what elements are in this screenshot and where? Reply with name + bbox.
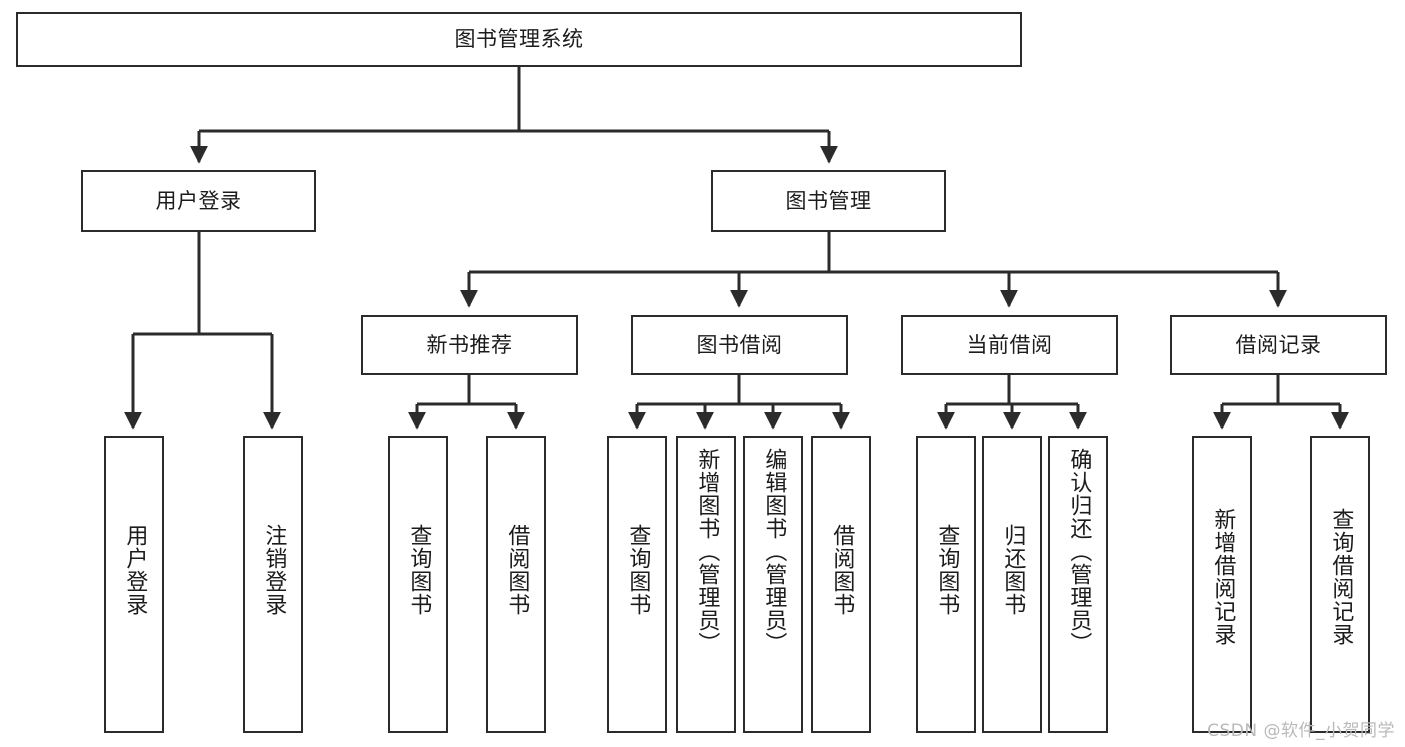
node-leaf-confirm-return[interactable]: 确认归还（管理员） [1048, 436, 1108, 733]
node-leaf-add-book[interactable]: 新增图书（管理员） [676, 436, 736, 733]
node-leaf-borrow-book-2[interactable]: 借阅图书 [811, 436, 871, 733]
node-leaf-query-book-2-label: 查询图书 [625, 524, 651, 616]
node-leaf-edit-book-label: 编辑图书（管理员） [761, 448, 787, 655]
node-book-borrow-label: 图书借阅 [696, 332, 783, 357]
node-new-book-rec-label: 新书推荐 [426, 332, 513, 357]
node-leaf-borrow-book-1[interactable]: 借阅图书 [486, 436, 546, 733]
node-leaf-edit-book[interactable]: 编辑图书（管理员） [743, 436, 803, 733]
node-leaf-add-record-label: 新增借阅记录 [1210, 508, 1236, 646]
node-book-manage[interactable]: 图书管理 [711, 170, 946, 232]
node-user-login-label: 用户登录 [155, 188, 242, 213]
node-book-manage-label: 图书管理 [785, 188, 872, 213]
node-leaf-user-login-label: 用户登录 [122, 524, 148, 616]
node-current-borrow-label: 当前借阅 [966, 332, 1053, 357]
node-root[interactable]: 图书管理系统 [16, 12, 1022, 67]
node-leaf-query-record[interactable]: 查询借阅记录 [1310, 436, 1370, 733]
csdn-watermark: CSDN @软件_小贺同学 [1207, 721, 1395, 741]
node-leaf-logout-label: 注销登录 [261, 524, 287, 616]
node-root-label: 图书管理系统 [454, 27, 584, 51]
node-leaf-query-book-2[interactable]: 查询图书 [607, 436, 667, 733]
node-leaf-user-login[interactable]: 用户登录 [104, 436, 164, 733]
node-leaf-query-record-label: 查询借阅记录 [1328, 508, 1354, 646]
node-leaf-add-record[interactable]: 新增借阅记录 [1192, 436, 1252, 733]
node-leaf-add-book-label: 新增图书（管理员） [694, 448, 720, 655]
node-leaf-borrow-book-2-label: 借阅图书 [829, 524, 855, 616]
node-borrow-record-label: 借阅记录 [1235, 332, 1322, 357]
node-leaf-return-book[interactable]: 归还图书 [982, 436, 1042, 733]
node-leaf-logout[interactable]: 注销登录 [243, 436, 303, 733]
node-leaf-return-book-label: 归还图书 [1000, 524, 1026, 616]
node-book-borrow[interactable]: 图书借阅 [631, 315, 848, 375]
node-current-borrow[interactable]: 当前借阅 [901, 315, 1118, 375]
node-leaf-query-book-3[interactable]: 查询图书 [916, 436, 976, 733]
node-leaf-query-book-3-label: 查询图书 [934, 524, 960, 616]
node-leaf-borrow-book-1-label: 借阅图书 [504, 524, 530, 616]
node-leaf-confirm-return-label: 确认归还（管理员） [1066, 448, 1092, 655]
node-leaf-query-book-1[interactable]: 查询图书 [388, 436, 448, 733]
node-borrow-record[interactable]: 借阅记录 [1170, 315, 1387, 375]
node-new-book-rec[interactable]: 新书推荐 [361, 315, 578, 375]
node-leaf-query-book-1-label: 查询图书 [406, 524, 432, 616]
node-user-login[interactable]: 用户登录 [81, 170, 316, 232]
